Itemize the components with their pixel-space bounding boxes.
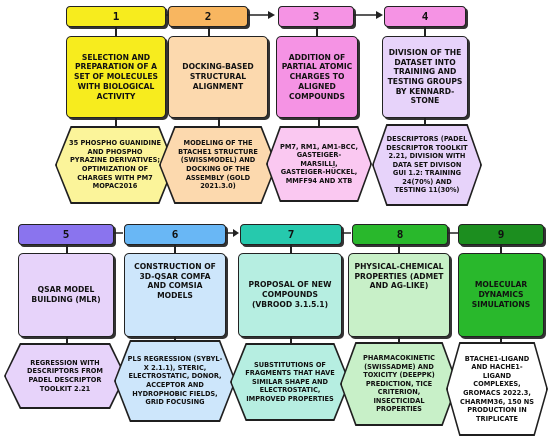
step-7-detail-connector [290, 337, 292, 343]
step-3-number: 3 [278, 6, 354, 27]
step-9-detail-connector [500, 337, 502, 343]
step-5-detail-connector [66, 337, 68, 343]
step-8-detail-connector [398, 337, 400, 343]
step-4-connector [424, 27, 426, 36]
step-9-detail: BTache1-ligand and hache1-ligand complex… [446, 342, 548, 436]
step-8-connector [398, 245, 400, 253]
step-3-detail-connector [318, 118, 320, 126]
step-4-detail-connector [424, 118, 426, 126]
step-5-number: 5 [18, 224, 114, 245]
step-7-detail: Substitutions of fragments that have sim… [230, 343, 350, 421]
step-3-detail: PM7, RM1, AM1-BCC, Gasteiger-Marsilli, G… [266, 126, 372, 202]
step-2-connector [208, 27, 210, 36]
step-8-detail: Pharmacokinetic (SwissADME) and toxicity… [340, 342, 458, 426]
step-5-connector [66, 245, 68, 253]
step-6-detail: PLS regression (Sybyl-X 2.1.1), steric, … [114, 340, 236, 422]
step-2-number: 2 [168, 6, 248, 27]
step-4-detail: Descriptors (PaDEL Descriptor toolkit 2.… [372, 124, 482, 206]
step-5-box: QSAR model building (MLR) [18, 253, 114, 337]
arrow-3-to-4 [354, 11, 383, 19]
arrow-5-to-6 [114, 232, 123, 234]
step-1-detail: 35 Phospho guanidine and phospho pyrazin… [55, 126, 175, 204]
step-4-box: Division of the dataset into training an… [382, 36, 468, 118]
step-1-connector [115, 27, 117, 36]
step-9-number: 9 [458, 224, 544, 245]
arrow-7-to-8 [342, 232, 351, 234]
step-6-box: Construction of 3D-QSAR CoMFA and CoMSIA… [124, 253, 226, 337]
step-6-connector [174, 245, 176, 253]
arrow-6-to-7 [226, 229, 239, 237]
step-7-number: 7 [240, 224, 342, 245]
step-9-box: Molecular dynamics simulations [458, 253, 544, 337]
step-1-detail-connector [115, 118, 117, 126]
step-2-box: Docking-based structural alignment [168, 36, 268, 118]
step-2-detail-connector [218, 118, 220, 126]
step-8-box: Physical-chemical properties (ADMET and … [348, 253, 450, 337]
arrow-2-to-3 [248, 11, 275, 19]
arrow-8-to-9 [448, 232, 459, 234]
step-7-connector [290, 245, 292, 253]
step-8-number: 8 [352, 224, 448, 245]
step-1-box: Selection and preparation of a set of mo… [66, 36, 166, 118]
step-3-box: Addition of partial atomic charges to al… [276, 36, 358, 118]
step-5-detail: Regression with descriptors from PaDEL D… [4, 343, 126, 409]
step-9-connector [500, 245, 502, 253]
step-7-box: Proposal of new compounds (vBROOD 3.1.5.… [238, 253, 342, 337]
step-3-connector [316, 27, 318, 36]
step-1-number: 1 [66, 6, 166, 27]
step-6-number: 6 [124, 224, 226, 245]
step-2-detail: Modeling of the BTache1 structure (SWISS… [159, 126, 277, 204]
step-4-number: 4 [384, 6, 466, 27]
